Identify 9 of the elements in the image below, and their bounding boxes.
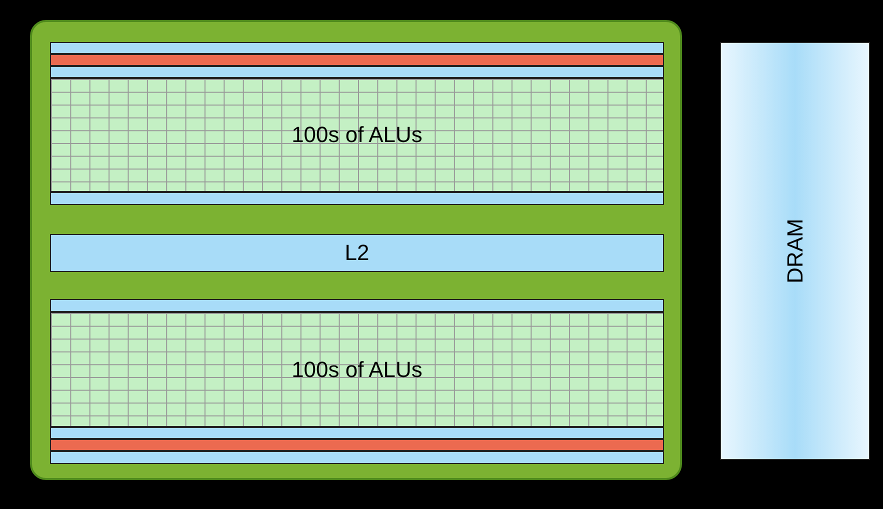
alu-block bbox=[50, 299, 664, 464]
block-label: 100s of ALUs bbox=[292, 356, 422, 382]
block-label: DRAM bbox=[782, 218, 808, 284]
block-label: L2 bbox=[344, 240, 370, 266]
block-label: 100s of ALUs bbox=[292, 122, 422, 148]
alu-block bbox=[50, 42, 664, 205]
gpu-chip-panel bbox=[30, 20, 682, 480]
cache-block bbox=[50, 234, 664, 272]
memory-block bbox=[720, 42, 870, 460]
